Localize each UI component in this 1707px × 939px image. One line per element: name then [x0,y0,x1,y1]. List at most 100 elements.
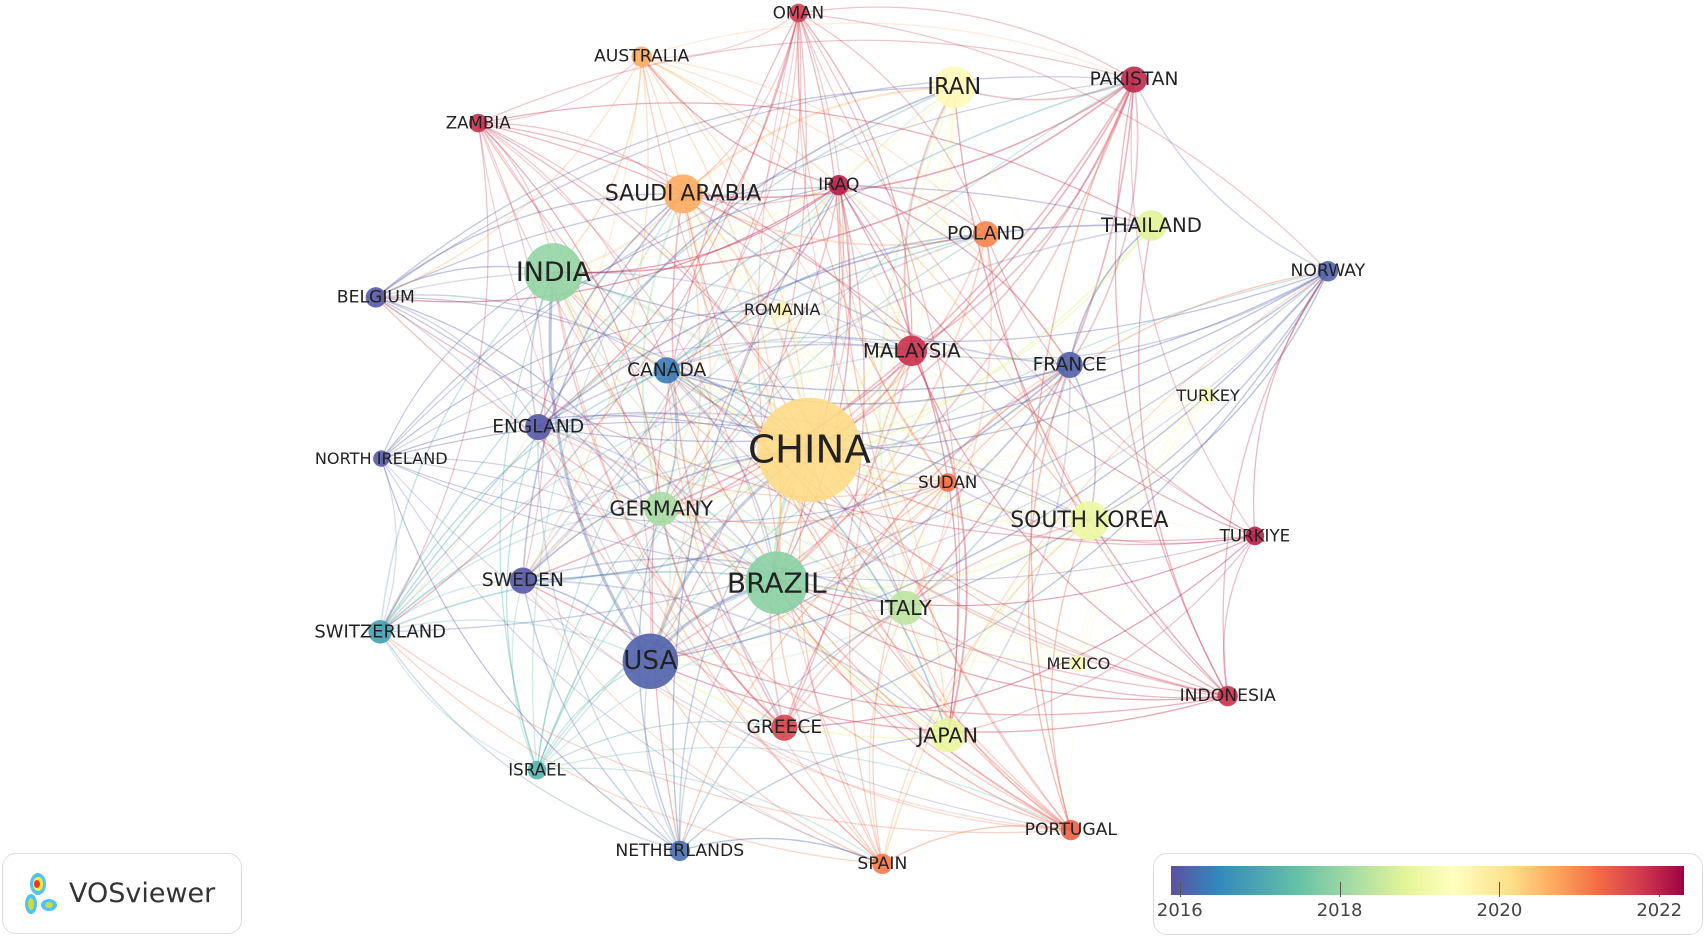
link-brazil-zambia [477,122,778,583]
node-usa[interactable] [622,633,679,689]
node-label-mexico[interactable]: MEXICO [1047,654,1111,673]
node-sweden[interactable] [509,567,536,594]
node-label-thailand[interactable]: THAILAND [1100,214,1202,237]
node-malaysia[interactable] [896,335,928,367]
node-australia[interactable] [631,46,652,67]
node-label-canada[interactable]: CANADA [627,360,706,381]
node-norway[interactable] [1317,261,1339,282]
link-malaysia-oman [797,12,913,351]
node-indonesia[interactable] [1217,685,1238,707]
node-label-france[interactable]: FRANCE [1033,354,1107,375]
node-spain[interactable] [872,853,893,875]
node-label-japan[interactable]: JAPAN [915,723,978,747]
node-label-usa[interactable]: USA [623,646,677,676]
node-greece[interactable] [771,714,798,741]
node-north-ireland[interactable] [373,450,390,467]
node-label-australia[interactable]: AUSTRALIA [594,47,689,67]
node-label-china[interactable]: CHINA [748,427,871,472]
link-germany-israel [536,508,662,771]
node-label-south-korea[interactable]: SOUTH KOREA [1010,508,1168,533]
node-label-italy[interactable]: ITALY [879,596,932,620]
node-label-pakistan[interactable]: PAKISTAN [1090,69,1179,90]
link-usa-norway [650,270,1329,662]
node-sudan[interactable] [938,473,957,492]
node-label-netherlands[interactable]: NETHERLANDS [615,841,744,861]
node-turkey[interactable] [1199,387,1217,404]
node-label-oman[interactable]: OMAN [773,4,824,23]
node-saudi-arabia[interactable] [663,174,703,214]
node-mexico[interactable] [1070,655,1087,672]
link-japan-iraq [838,184,959,736]
link-brazil-australia [641,56,782,583]
node-france[interactable] [1056,351,1083,378]
node-label-romania[interactable]: ROMANIA [744,300,821,319]
node-poland[interactable] [972,221,999,248]
link-india-sudan [552,271,948,484]
link-england-oman [537,12,800,428]
link-south-korea-portugal [1050,520,1090,831]
node-label-england[interactable]: ENGLAND [492,417,584,438]
node-label-indonesia[interactable]: INDONESIA [1180,686,1276,706]
node-switzerland[interactable] [368,620,392,644]
node-india[interactable] [524,243,583,302]
node-label-portugal[interactable]: PORTUGAL [1025,820,1118,840]
node-italy[interactable] [888,590,923,625]
node-label-germany[interactable]: GERMANY [609,497,713,521]
node-netherlands[interactable] [669,840,690,861]
link-switzerland-netherlands [379,631,680,852]
link-poland-indonesia [985,234,1229,697]
node-thailand[interactable] [1136,210,1167,241]
node-label-sudan[interactable]: SUDAN [918,473,977,492]
node-label-switzerland[interactable]: SWITZERLAND [314,621,446,642]
node-label-israel[interactable]: ISRAEL [508,761,566,780]
node-iraq[interactable] [828,174,849,196]
node-germany[interactable] [644,491,679,526]
link-malaysia-canada [666,336,912,372]
node-belgium[interactable] [365,287,387,308]
node-turkiye[interactable] [1245,526,1265,546]
node-south-korea[interactable] [1069,501,1109,541]
node-israel[interactable] [527,760,547,780]
node-label-spain[interactable]: SPAIN [857,854,907,874]
link-iran-belgium [375,86,955,298]
link-canada-norway [666,270,1329,392]
node-zambia[interactable] [468,113,488,133]
node-oman[interactable] [789,3,808,23]
node-romania[interactable] [773,301,791,318]
link-canada-iraq [666,184,840,371]
node-label-turkey[interactable]: TURKEY [1175,386,1240,405]
node-label-saudi-arabia[interactable]: SAUDI ARABIA [605,181,761,206]
node-label-iraq[interactable]: IRAQ [818,175,859,195]
node-label-iran[interactable]: IRAN [927,74,981,100]
link-canada-switzerland [379,369,667,633]
link-italy-israel [536,607,906,771]
node-label-malaysia[interactable]: MALAYSIA [863,339,961,362]
link-iran-pakistan [954,78,1135,101]
node-label-turkiye[interactable]: TURKIYE [1219,526,1290,545]
link-italy-norway [905,270,1329,609]
node-iran[interactable] [933,66,976,109]
node-label-greece[interactable]: GREECE [747,717,823,738]
node-canada[interactable] [653,357,680,384]
link-south-korea-zambia [478,122,1090,522]
node-label-north-ireland[interactable]: NORTH IRELAND [315,449,448,468]
node-label-norway[interactable]: NORWAY [1291,261,1366,281]
node-china[interactable] [757,397,862,503]
node-label-poland[interactable]: POLAND [947,224,1025,245]
node-japan[interactable] [930,718,965,753]
node-label-sweden[interactable]: SWEDEN [482,570,564,591]
link-india-greece [552,272,785,729]
node-label-brazil[interactable]: BRAZIL [727,566,827,599]
node-portugal[interactable] [1060,819,1082,841]
node-pakistan[interactable] [1120,66,1148,93]
node-england[interactable] [525,413,552,441]
link-usa-romania [649,309,783,662]
node-label-belgium[interactable]: BELGIUM [337,287,415,307]
node-label-india[interactable]: INDIA [516,257,592,288]
link-france-australia [641,55,1071,366]
node-label-zambia[interactable]: ZAMBIA [446,114,512,133]
link-brazil-spain [776,582,883,865]
node-brazil[interactable] [745,551,809,615]
